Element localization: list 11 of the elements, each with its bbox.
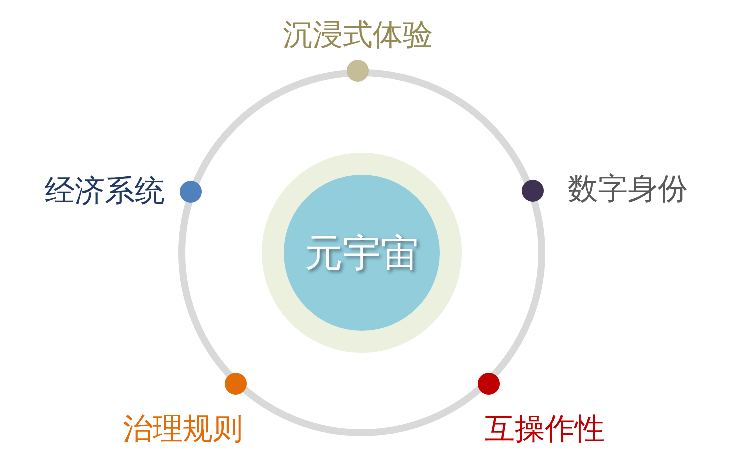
dot-marker xyxy=(478,373,500,395)
dot-marker xyxy=(347,60,369,82)
dot-marker xyxy=(225,373,247,395)
dot-label: 互操作性 xyxy=(485,412,605,448)
dot-marker xyxy=(180,181,202,203)
dot-marker xyxy=(522,180,544,202)
dot-label: 治理规则 xyxy=(123,412,243,448)
dot-label: 沉浸式体验 xyxy=(283,18,433,54)
center-title: 元宇宙 xyxy=(305,230,419,276)
dot-label: 数字身份 xyxy=(568,172,688,208)
dot-label: 经济系统 xyxy=(45,174,165,210)
